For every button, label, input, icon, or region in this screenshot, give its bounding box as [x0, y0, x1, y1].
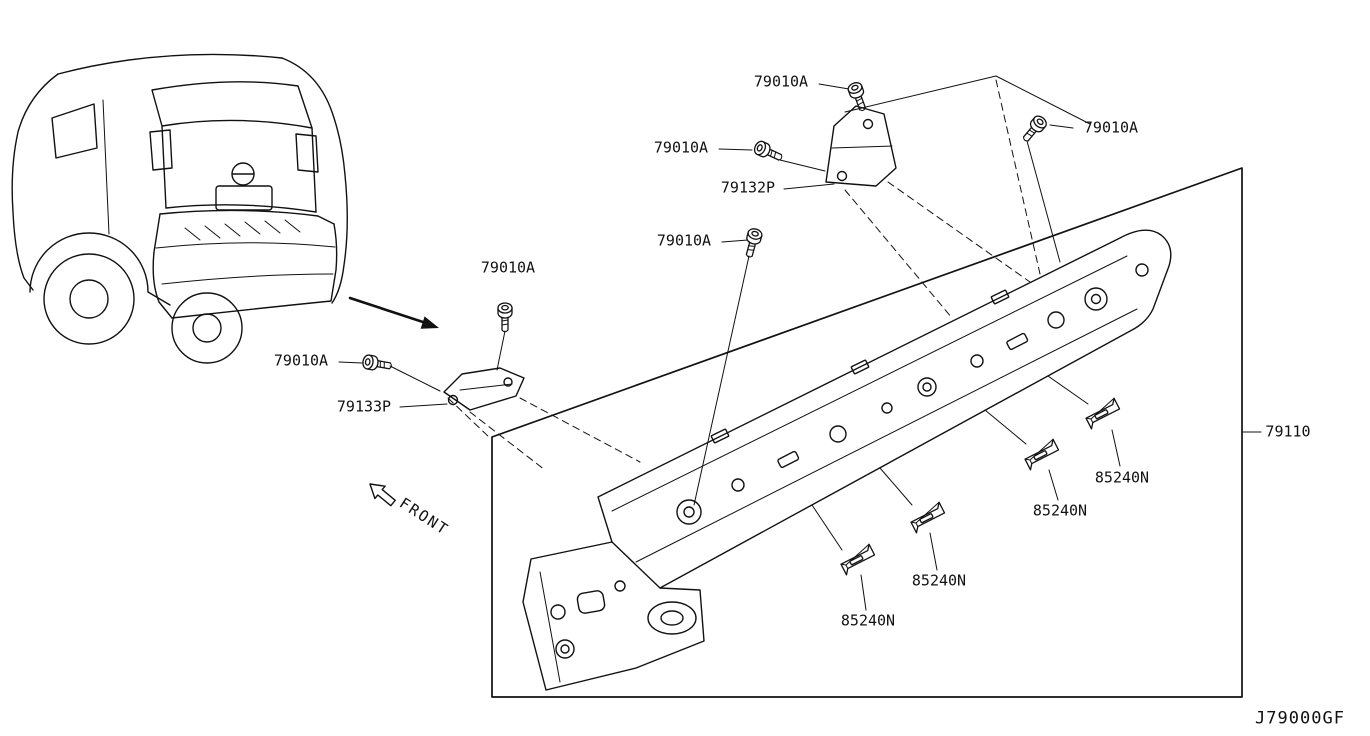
- part-callout-79132p: 79132P: [720, 178, 776, 197]
- rear-bumper: [152, 213, 338, 319]
- part-callout-85240n: 85240N: [1094, 468, 1150, 487]
- bracket-79132P-drawing: [825, 105, 897, 187]
- part-callout-79010a: 79010A: [480, 258, 536, 277]
- part-callout-79110: 79110: [1265, 422, 1311, 441]
- clip-icon: [1083, 397, 1123, 430]
- tail-lamp-left: [149, 129, 173, 171]
- part-callout-79133p: 79133P: [336, 397, 392, 416]
- clip-icon: [1022, 438, 1062, 471]
- part-callout-85240n: 85240N: [840, 611, 896, 630]
- clip-icon: [908, 501, 948, 534]
- rear-window: [151, 81, 313, 129]
- clip-icons: [838, 397, 1123, 576]
- bracket-79133P-drawing: [443, 367, 525, 411]
- vehicle-illustration: [11, 53, 348, 364]
- bolt-icon: [751, 138, 786, 166]
- front-arrow-icon: [369, 483, 396, 507]
- part-callout-85240n: 85240N: [911, 571, 967, 590]
- tail-lamp-right: [295, 133, 319, 173]
- leader-lines: [338, 83, 1262, 611]
- bolt-icon: [497, 302, 513, 333]
- rear-upper-panel-drawing: [522, 229, 1172, 691]
- part-callout-85240n: 85240N: [1032, 501, 1088, 520]
- part-callout-79010a: 79010A: [653, 138, 709, 157]
- bolt-icon: [1018, 112, 1050, 146]
- bolt-icon: [846, 80, 871, 114]
- construction-lines: [389, 75, 1091, 506]
- part-callout-79010a: 79010A: [656, 231, 712, 250]
- clip-icon: [838, 543, 878, 576]
- enclosure-box: [491, 167, 1243, 698]
- location-arrow: [348, 296, 439, 329]
- diagram-code: J79000GF: [1255, 708, 1345, 729]
- bolt-icon: [361, 353, 394, 374]
- bolt-icons: [361, 80, 1050, 374]
- part-callout-79010a: 79010A: [753, 72, 809, 91]
- part-callout-79010a: 79010A: [1083, 118, 1139, 137]
- side-window: [51, 103, 98, 159]
- bolt-icon: [741, 226, 764, 260]
- part-callout-79010a: 79010A: [273, 351, 329, 370]
